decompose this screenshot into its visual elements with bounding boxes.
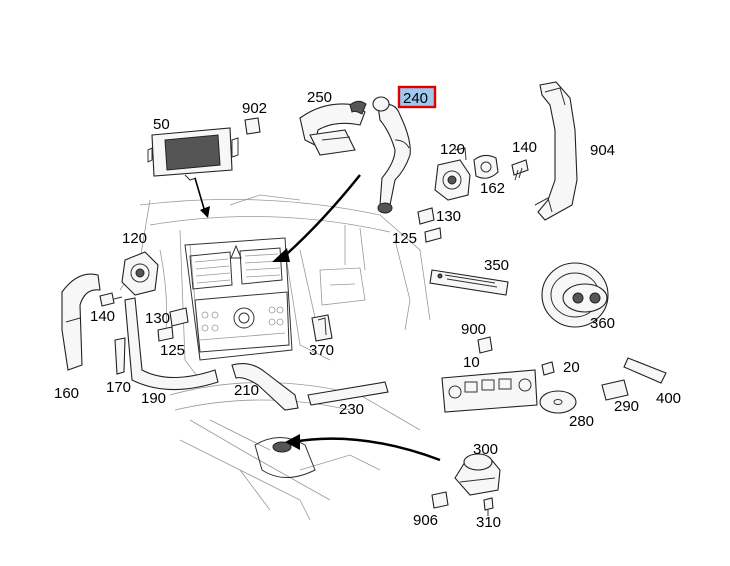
callout-20[interactable]: 20	[563, 359, 580, 376]
callout-labels: 50 902 250 240 120 140 904 162 130 125 1…	[54, 89, 681, 531]
card-part-290[interactable]	[601, 379, 629, 401]
duct-part-904[interactable]	[534, 81, 578, 221]
sensor-part-130-left[interactable]	[169, 307, 189, 327]
callout-130-top[interactable]: 130	[436, 208, 461, 225]
air-duct-part-250[interactable]	[299, 100, 367, 156]
trim-part-230[interactable]	[307, 381, 389, 406]
center-console	[254, 437, 316, 478]
callout-280[interactable]: 280	[569, 413, 594, 430]
callout-10[interactable]: 10	[463, 354, 480, 371]
motor-part-120-top[interactable]	[434, 147, 471, 201]
gasket-part-162[interactable]	[473, 154, 499, 179]
callout-140-top[interactable]: 140	[512, 139, 537, 156]
arrows	[194, 174, 441, 462]
screw-part-20[interactable]	[541, 361, 555, 376]
clip-part-125-top[interactable]	[424, 227, 442, 243]
callout-162[interactable]: 162	[480, 180, 505, 197]
callout-170[interactable]: 170	[106, 379, 131, 396]
disc-part-280[interactable]	[539, 390, 577, 414]
callout-400[interactable]: 400	[656, 390, 681, 407]
callout-50[interactable]: 50	[153, 116, 170, 133]
bracket-part-370[interactable]	[311, 314, 333, 342]
screw-part-140-left[interactable]	[99, 292, 123, 307]
display-unit-part-50[interactable]	[147, 127, 239, 181]
callout-310[interactable]: 310	[476, 514, 501, 531]
callout-904[interactable]: 904	[590, 142, 615, 159]
callout-130-left[interactable]: 130	[145, 310, 170, 327]
callout-230[interactable]: 230	[339, 401, 364, 418]
duct-part-160[interactable]	[61, 273, 101, 371]
screw-part-310[interactable]	[483, 497, 494, 516]
pin-part-170[interactable]	[114, 337, 126, 375]
screw-part-140-top[interactable]	[511, 159, 529, 181]
callout-125-top[interactable]: 125	[392, 230, 417, 247]
controller-part-300[interactable]	[454, 453, 501, 496]
callout-250[interactable]: 250	[307, 89, 332, 106]
callout-370[interactable]: 370	[309, 342, 334, 359]
clip-part-125-left[interactable]	[157, 326, 174, 342]
strip-part-400[interactable]	[623, 357, 667, 384]
clip-part-900[interactable]	[477, 336, 493, 354]
duct-part-210[interactable]	[231, 363, 299, 411]
callout-190[interactable]: 190	[141, 390, 166, 407]
callout-210[interactable]: 210	[234, 382, 259, 399]
center-stack	[184, 237, 293, 361]
control-panel-part-10[interactable]	[441, 369, 538, 413]
motor-part-120-left[interactable]	[121, 251, 159, 296]
sensor-part-130-top[interactable]	[417, 207, 435, 225]
callout-120-top[interactable]: 120	[440, 141, 465, 158]
clip-part-906[interactable]	[431, 491, 449, 509]
remote-part-350[interactable]	[429, 269, 509, 296]
callout-140-left[interactable]: 140	[90, 308, 115, 325]
hose-part-240[interactable]	[372, 96, 411, 214]
callout-120-left[interactable]: 120	[122, 230, 147, 247]
selected-callout-highlight	[397, 85, 437, 109]
clip-part-902[interactable]	[244, 117, 261, 135]
callout-300[interactable]: 300	[473, 441, 498, 458]
callout-900[interactable]: 900	[461, 321, 486, 338]
callout-360[interactable]: 360	[590, 315, 615, 332]
callout-125-left[interactable]: 125	[160, 342, 185, 359]
callout-160[interactable]: 160	[54, 385, 79, 402]
callout-906[interactable]: 906	[413, 512, 438, 529]
speaker-part-360[interactable]	[541, 262, 609, 328]
callout-902[interactable]: 902	[242, 100, 267, 117]
callout-240[interactable]: 240	[403, 90, 428, 107]
hose-part-190[interactable]	[124, 297, 219, 391]
callout-290[interactable]: 290	[614, 398, 639, 415]
callout-350[interactable]: 350	[484, 257, 509, 274]
